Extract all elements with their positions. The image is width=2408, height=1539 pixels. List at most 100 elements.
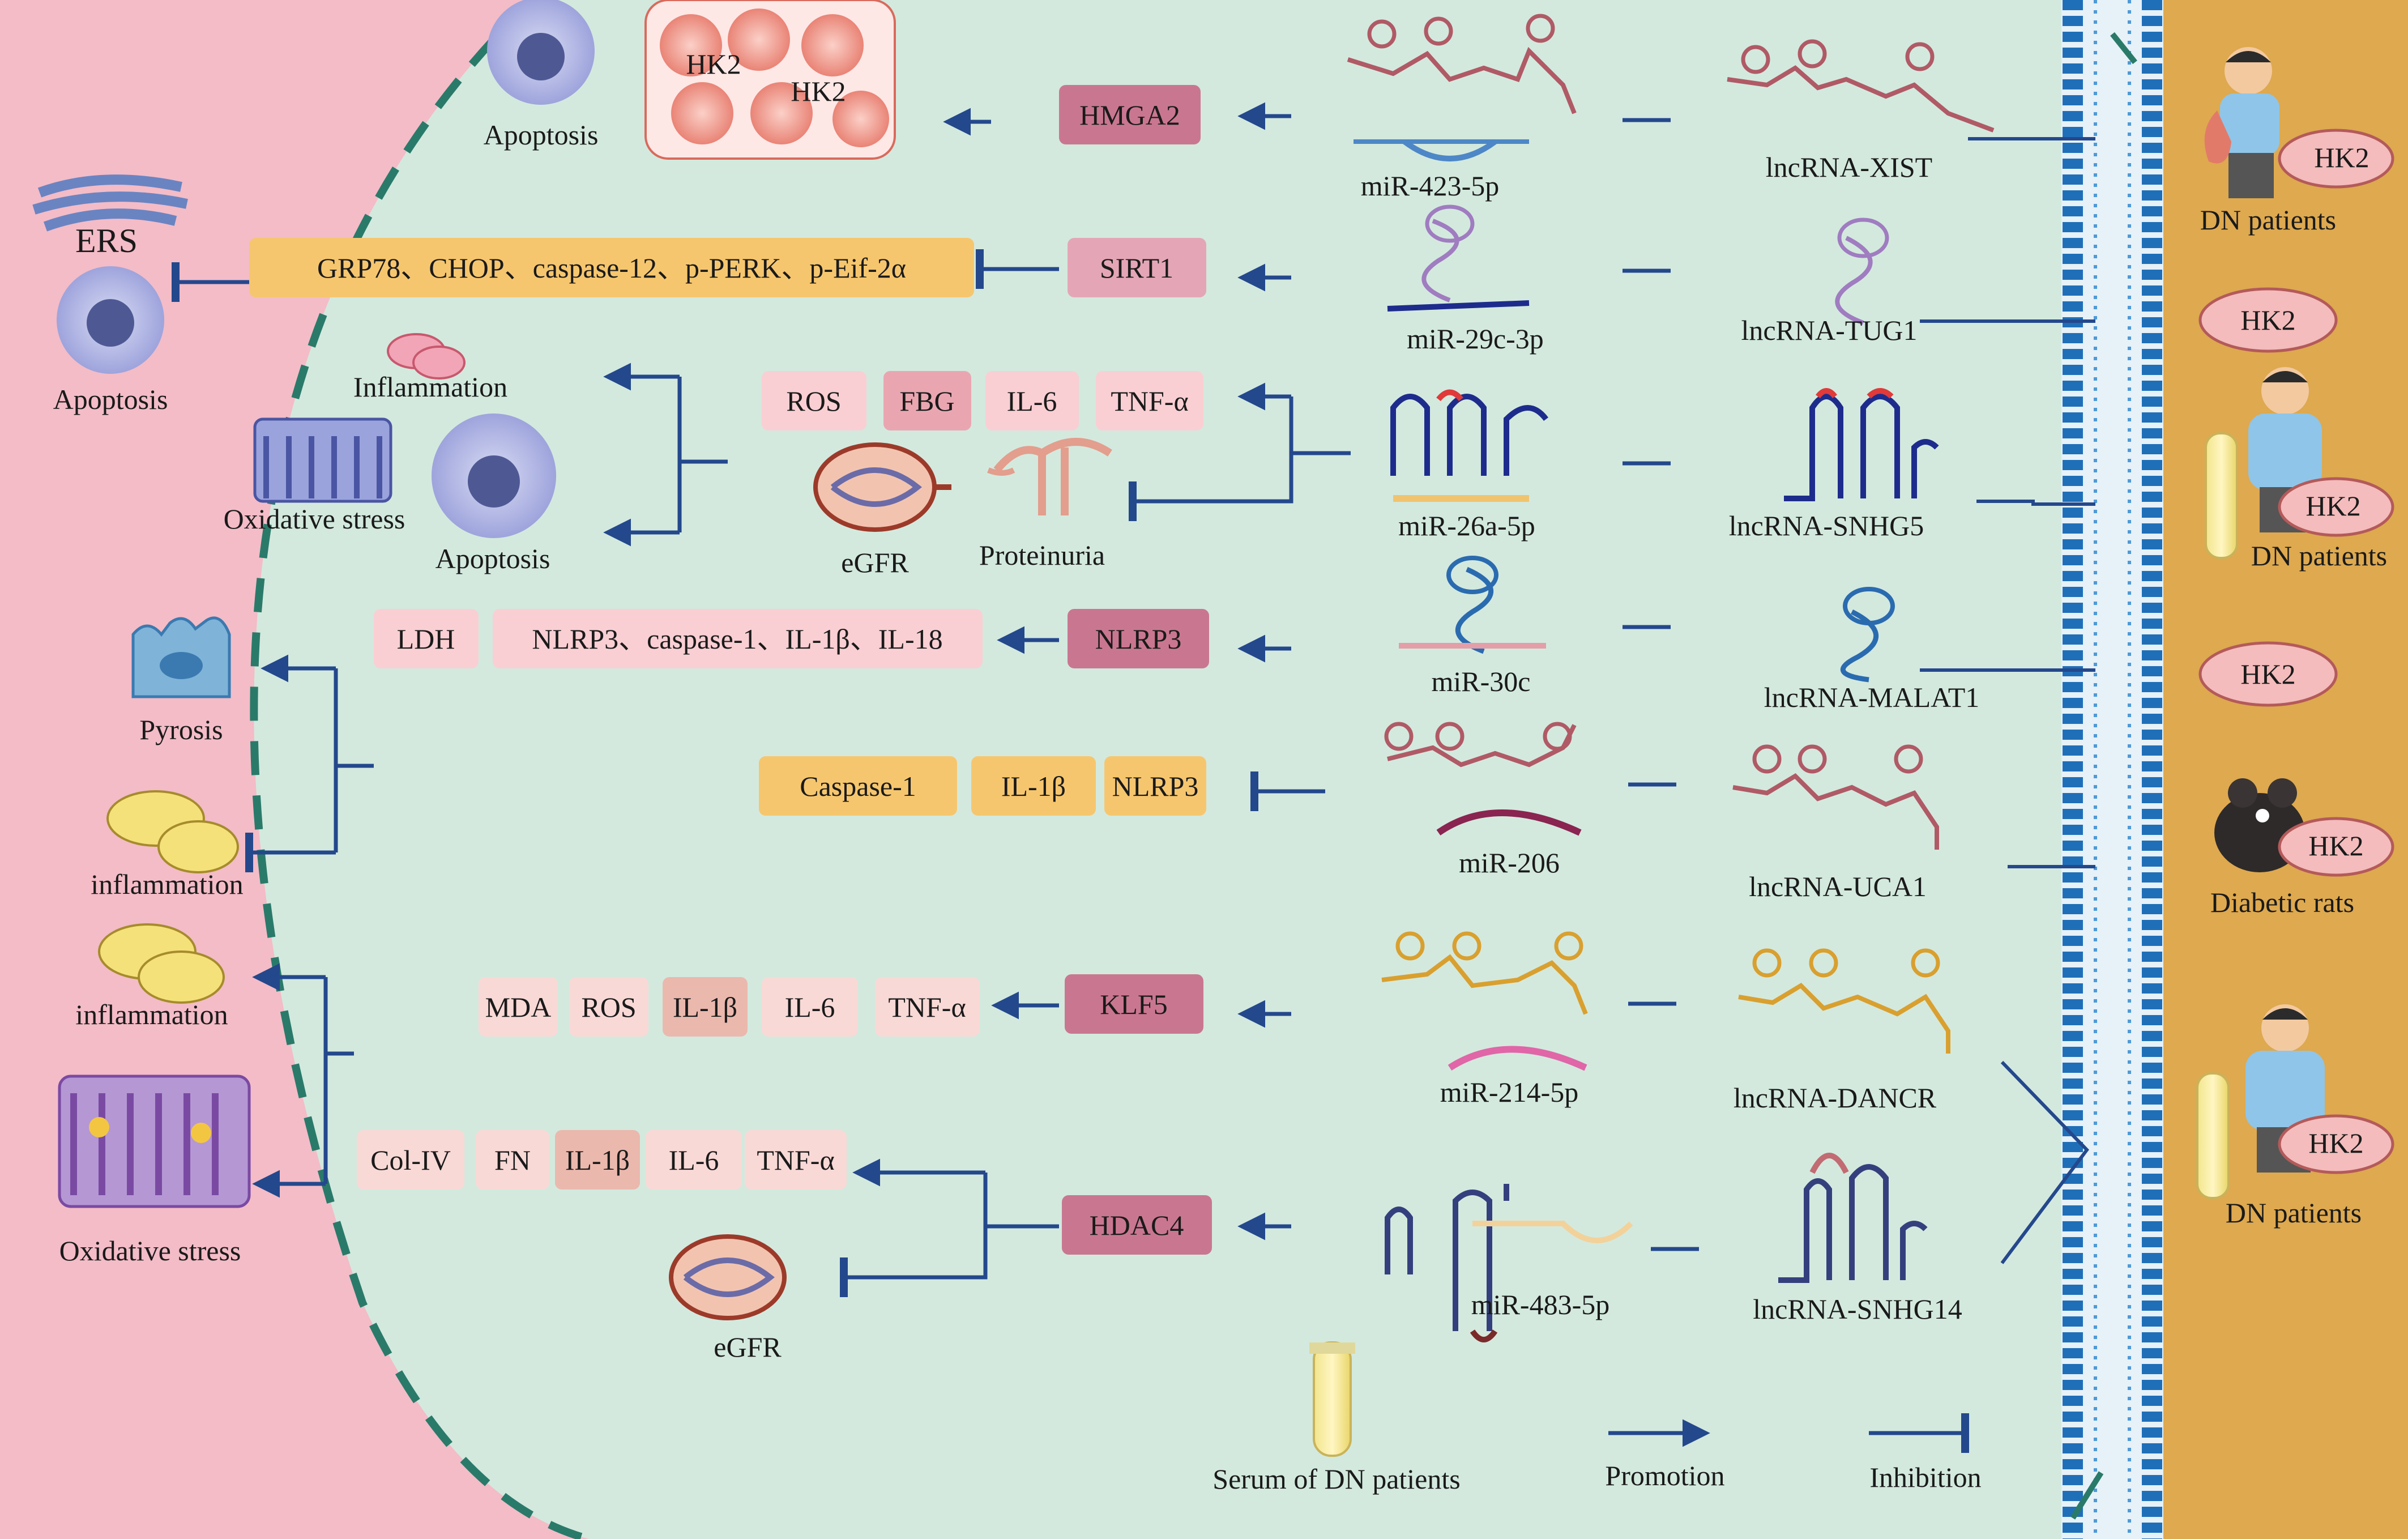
apoptosis-left-label: Apoptosis [53,383,168,415]
mirna-label-2: miR-29c-3p [1407,323,1544,355]
lncrna-uca1-structure [1732,744,1939,850]
lncrna-snhg5-structure [1784,388,1939,501]
lncrna-label-5: lncRNA-UCA1 [1749,871,1927,902]
protein-ribbon-r3 [253,417,392,503]
inflammation-r5-label: inflammation [91,868,243,900]
legend-promotion-label: Promotion [1605,1460,1724,1491]
source-hk2-2: HK2 [2240,304,2295,336]
hmga2-box: HMGA2 [1059,85,1201,144]
lncrna-label-2: lncRNA-TUG1 [1741,314,1917,346]
ers-markers-label: GRP78、CHOP、caspase-12、p-PERK、p-Eif-2α [317,252,906,284]
source-hk2-5: HK2 [2308,830,2363,862]
r3-marker-2: FBG [899,385,954,417]
egfr-r7-label: eGFR [714,1331,782,1363]
lncrna-label-6: lncRNA-DANCR [1734,1082,1937,1114]
source-hk2-6: HK2 [2308,1127,2363,1159]
protein-ribbon-r6 [58,1075,251,1208]
mirna-label-5: miR-206 [1459,847,1560,879]
lncrna-label-7: lncRNA-SNHG14 [1753,1293,1962,1325]
source-hk2-4: HK2 [2240,658,2295,690]
r7-marker-2: FN [494,1144,531,1176]
mirna-label-4: miR-30c [1432,666,1531,697]
inflammation-cells-r5 [106,790,239,873]
hk2-dish-6 [2278,1114,2394,1174]
source-dn-2: DN patients [2251,540,2387,572]
dashed-boundary [250,0,590,1539]
r5-marker-1: Caspase-1 [800,770,916,802]
inhibit-hdac4-egfr [840,1226,988,1297]
cell-membrane [2061,0,2163,1539]
serum-tube-legend [1309,1341,1355,1457]
kidney-glomerulus-r7 [669,1234,787,1320]
r7-marker-3: IL-1β [565,1144,630,1176]
r6-marker-5: TNF-α [888,991,966,1023]
dn-patient-figure-1 [2204,47,2279,198]
source-dn-1: DN patients [2200,204,2336,236]
lncrna-tug1-structure [1835,218,1889,325]
hk2-cell-label-b: HK2 [791,75,846,107]
nlrp3-label: NLRP3 [1095,623,1182,655]
mir-423-5p-structure [1347,14,1577,161]
legend-inhibition-label: Inhibition [1869,1461,1981,1493]
source-hk2-1: HK2 [2314,142,2369,173]
nephron-proteinuria [987,438,1112,515]
hk2-cell-cluster [644,0,896,160]
lncrna-xist-structure [1727,39,1995,133]
hdac4-label: HDAC4 [1090,1209,1184,1241]
ers-label: ERS [75,222,138,259]
r4-marker-2: NLRP3、caspase-1、IL-1β、IL-18 [532,623,942,655]
mir-483-5p-structure [1385,1184,1633,1342]
source-hk2-3: HK2 [2305,490,2360,522]
sirt1-label: SIRT1 [1100,252,1173,284]
hk2-dish-5 [2278,817,2394,877]
inflammation-cells-r6 [98,923,225,1004]
r5-marker-3: NLRP3 [1112,770,1199,802]
inhibit-mir26a-proteinuria [1129,453,1293,521]
r6-marker-4: IL-6 [785,991,835,1023]
r6-marker-1: MDA [485,991,552,1023]
inflammation-cells-r3 [387,333,466,380]
r3-marker-4: TNF-α [1111,385,1188,417]
r4-marker-boxes: LDH NLRP3、caspase-1、IL-1β、IL-18 [374,609,983,668]
link-snhg5-membrane [1976,500,2095,506]
lncrna-label-4: lncRNA-MALAT1 [1764,681,1980,713]
source-rats: Diabetic rats [2210,886,2354,918]
hk2-dish-1 [2278,129,2394,189]
oxidative-r3-label: Oxidative stress [224,503,405,535]
r6-marker-3: IL-1β [673,991,737,1023]
mirna-label-6: miR-214-5p [1440,1076,1578,1108]
egfr-r3-label: eGFR [841,547,909,578]
hk2-cell-label-a: HK2 [686,48,741,80]
lncrna-snhg14-structure [1778,1153,1928,1283]
mir-214-5p-structure [1381,931,1588,1071]
ers-organelle [32,174,188,232]
right-zone [2163,0,2408,1539]
mir-30c-structure [1399,556,1546,654]
pyrosis-label: Pyrosis [139,714,223,745]
mirna-label-7: miR-483-5p [1471,1289,1609,1320]
apoptotic-cell-left [57,266,164,374]
legend-serum-label: Serum of DN patients [1212,1463,1460,1495]
lncrna-label-3: lncRNA-SNHG5 [1729,510,1924,542]
nlrp3-box: NLRP3 [1068,609,1209,668]
mirna-label-1: miR-423-5p [1361,170,1499,202]
lncrna-dancr-structure [1738,948,1950,1054]
r7-marker-5: TNF-α [757,1144,834,1176]
pyroptotic-cell [131,616,231,698]
mir-206-structure [1384,722,1582,836]
r3-marker-1: ROS [786,385,841,417]
r5-marker-2: IL-1β [1001,770,1066,802]
link-dancr-snhg14-membrane [2000,1060,2089,1264]
proteinuria-label: Proteinuria [979,539,1105,571]
r4-marker-1: LDH [397,623,455,655]
kidney-glomerulus-r3 [813,442,951,532]
klf5-label: KLF5 [1100,988,1167,1020]
klf5-box: KLF5 [1065,974,1203,1034]
lncrna-malat1-structure [1840,587,1895,683]
hdac4-box: HDAC4 [1062,1195,1212,1255]
ers-marker-box: GRP78、CHOP、caspase-12、p-PERK、p-Eif-2α [249,238,974,297]
hk2-dish-4 [2198,641,2338,707]
source-dn-3: DN patients [2226,1197,2362,1229]
